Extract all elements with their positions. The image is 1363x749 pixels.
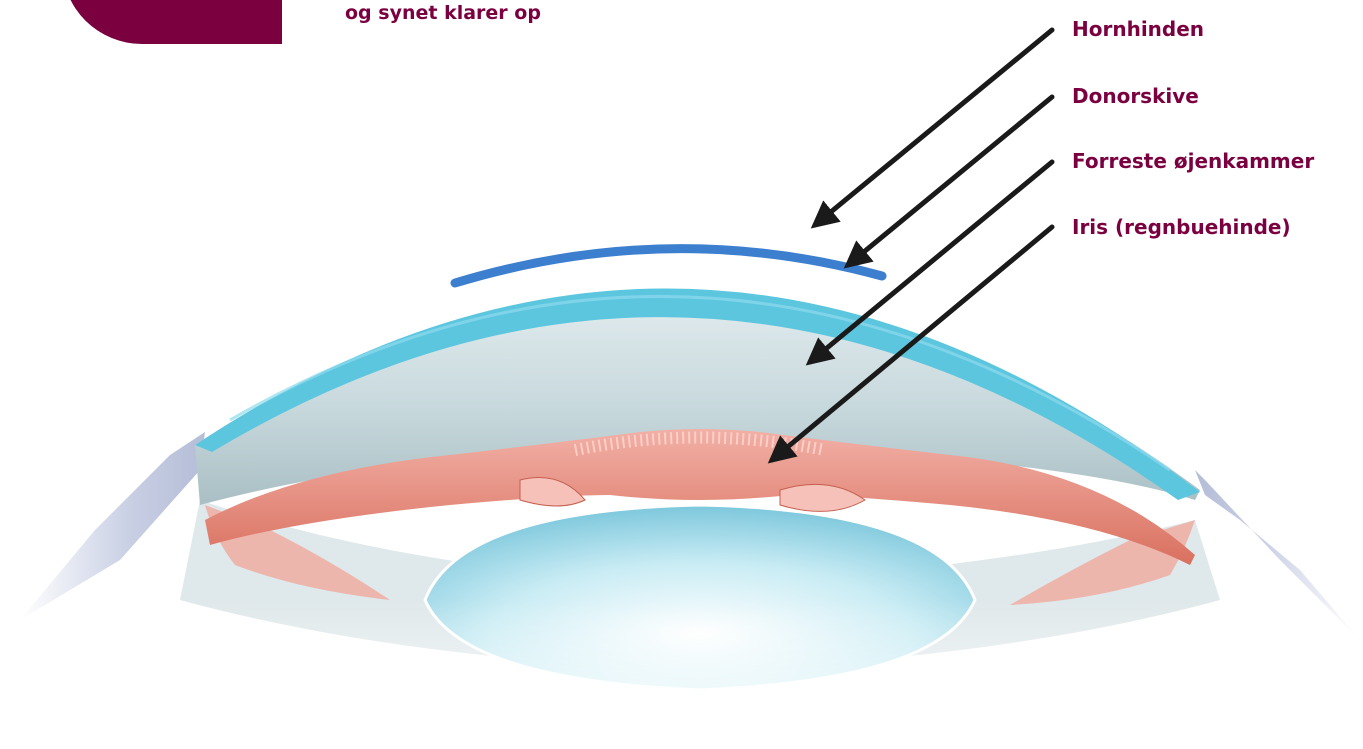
donor-disc <box>455 249 882 283</box>
arrow-donorskive <box>848 97 1052 265</box>
sclera-left <box>20 432 205 620</box>
bottom-fade <box>0 600 1363 749</box>
label-hornhinden: Hornhinden <box>1072 17 1204 41</box>
arrow-forreste-ojenkammer <box>810 162 1052 362</box>
label-forreste-ojenkammer: Forreste øjenkammer <box>1072 149 1314 173</box>
label-donorskive: Donorskive <box>1072 84 1199 108</box>
label-iris: Iris (regnbuehinde) <box>1072 215 1291 239</box>
